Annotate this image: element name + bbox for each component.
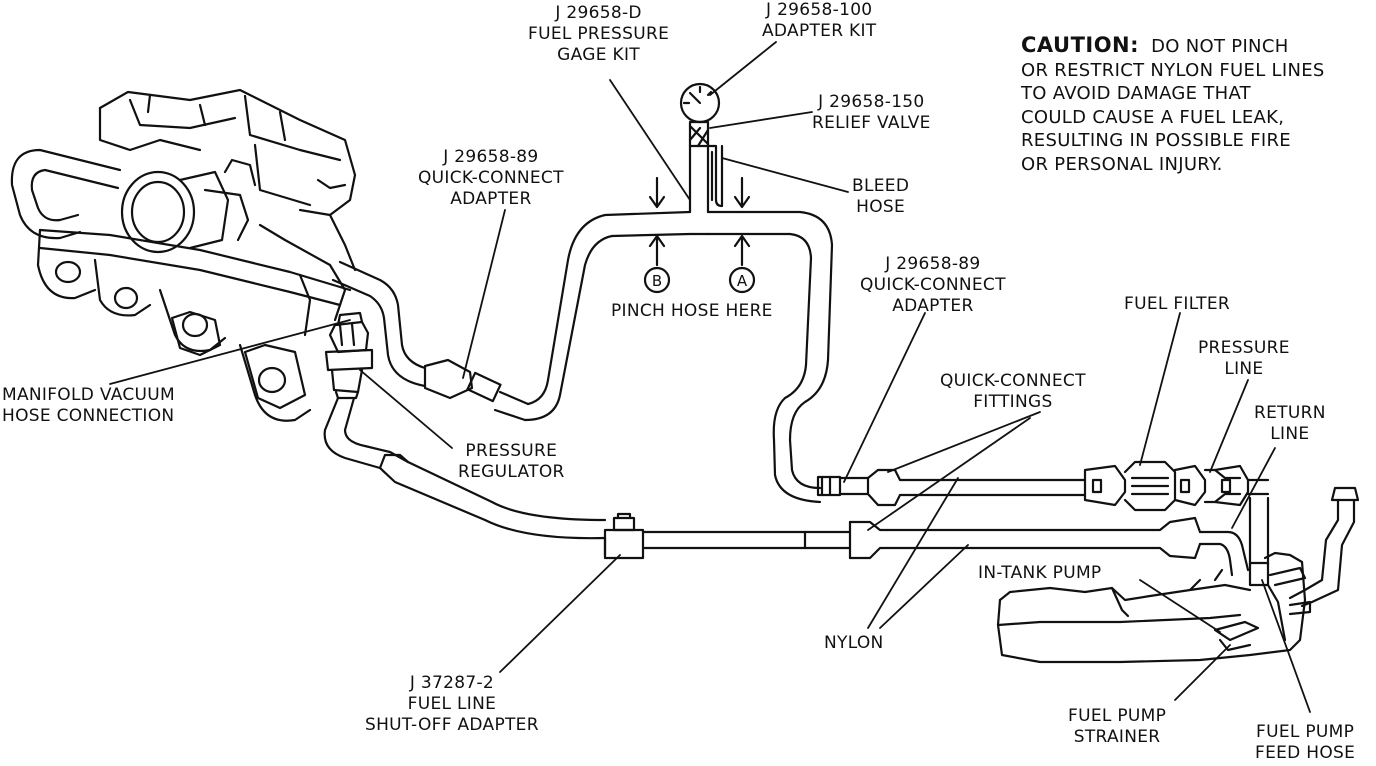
pinch-arrows xyxy=(643,176,756,294)
engine-throttle-body xyxy=(10,88,357,422)
nylon-pressure-line xyxy=(838,460,1270,512)
engine-return-hose xyxy=(331,210,692,422)
marker-a-circle xyxy=(728,266,756,294)
label-nylon: NYLON xyxy=(824,633,884,653)
label-manifold-vacuum: MANIFOLD VACUUM HOSE CONNECTION xyxy=(2,385,175,426)
caution-line-5: OR PERSONAL INJURY. xyxy=(1021,153,1223,175)
label-fuel-pump-strainer: FUEL PUMP STRAINER xyxy=(1068,706,1167,747)
label-adapter-kit: J 29658-100 ADAPTER KIT xyxy=(762,0,877,41)
label-shutoff-adapter: J 37287-2 FUEL LINE SHUT-OFF ADAPTER xyxy=(365,673,539,735)
marker-b-circle xyxy=(643,266,671,294)
label-bleed-hose: BLEED HOSE xyxy=(852,176,910,217)
caution-line-3: COULD CAUSE A FUEL LEAK, xyxy=(1021,106,1285,128)
caution-heading: CAUTION: xyxy=(1021,33,1140,57)
caution-line-4: RESULTING IN POSSIBLE FIRE xyxy=(1021,130,1291,151)
caution-line-1: OR RESTRICT NYLON FUEL LINES xyxy=(1021,59,1325,81)
label-fuel-pump-feed-hose: FUEL PUMP FEED HOSE xyxy=(1255,722,1356,763)
caution-line-2: TO AVOID DAMAGE THAT xyxy=(1021,83,1251,104)
label-pinch-hose: PINCH HOSE HERE xyxy=(611,301,773,321)
pressure-regulator xyxy=(324,311,374,400)
label-qc-adapter-right: J 29658-89 QUICK-CONNECT ADAPTER xyxy=(860,254,1006,316)
label-pressure-line: PRESSURE LINE xyxy=(1198,338,1290,379)
label-qc-adapter-top: J 29658-89 QUICK-CONNECT ADAPTER xyxy=(418,147,564,209)
leader-lines xyxy=(109,41,1311,713)
pressure-gauge xyxy=(679,82,724,208)
gage-tee-hose xyxy=(688,143,842,504)
fuel-tank xyxy=(996,486,1360,664)
marker-a-label: A xyxy=(737,272,748,290)
label-pressure-regulator: PRESSURE REGULATOR xyxy=(458,441,565,482)
label-qc-fittings: QUICK-CONNECT FITTINGS xyxy=(940,371,1086,412)
label-in-tank-pump: IN-TANK PUMP xyxy=(978,563,1102,583)
feed-hose xyxy=(323,396,852,560)
label-relief-valve: J 29658-150 RELIEF VALVE xyxy=(812,92,931,133)
caution-line-0: DO NOT PINCH xyxy=(1151,36,1289,57)
label-return-line: RETURN LINE xyxy=(1254,403,1326,444)
caution-note: CAUTION: DO NOT PINCH OR RESTRICT NYLON … xyxy=(1021,33,1325,176)
label-fuel-filter: FUEL FILTER xyxy=(1124,294,1230,314)
nylon-return-line xyxy=(848,516,1250,577)
label-gage-kit: J 29658-D FUEL PRESSURE GAGE KIT xyxy=(528,3,670,65)
marker-b-label: B xyxy=(652,272,662,290)
